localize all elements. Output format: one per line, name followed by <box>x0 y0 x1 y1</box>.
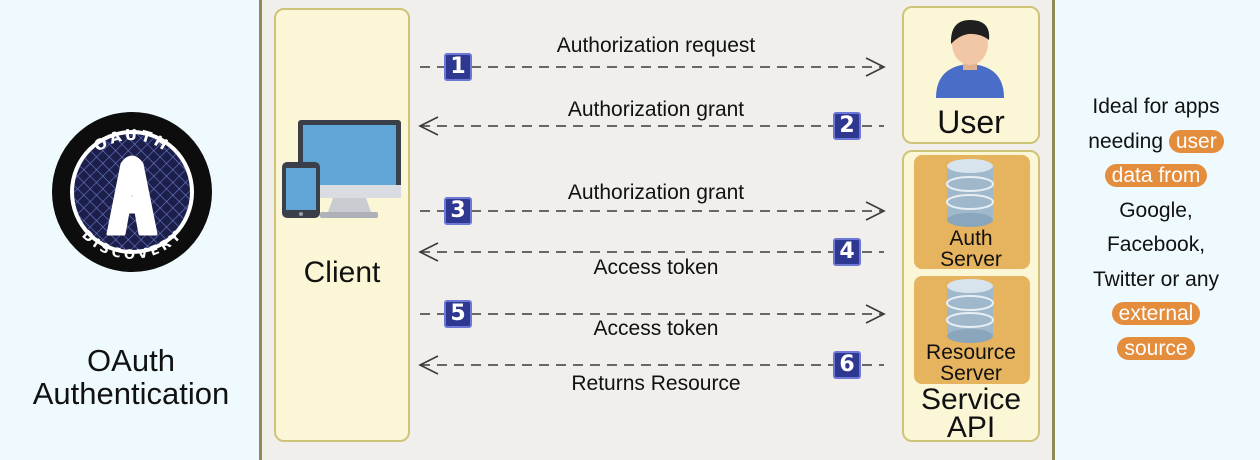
auth-server-label: Auth Server <box>940 227 1002 271</box>
step-badge-1: 1 <box>444 53 472 81</box>
desc-line-4: Google, <box>1119 198 1193 222</box>
auth-server-database-icon <box>946 159 994 227</box>
highlight-external: external <box>1111 302 1201 325</box>
step-badge-4: 4 <box>833 238 861 266</box>
step-label-4: Access token <box>593 256 719 279</box>
resource-server-label: Resource Server <box>926 341 1016 385</box>
highlight-user: user <box>1168 129 1224 153</box>
oauth-discovery-logo: OAUTH DISCOVERY <box>52 112 212 272</box>
arrow-5 <box>420 304 886 324</box>
step-badge-6: 6 <box>833 351 861 379</box>
step-label-2: Authorization grant <box>567 98 745 121</box>
step-label-3: Authorization grant <box>567 181 745 204</box>
arrow-4 <box>418 242 884 262</box>
devices-icon <box>282 120 401 218</box>
arrow-2 <box>418 116 884 136</box>
user-label: User <box>937 104 1005 140</box>
desc-needing: needing <box>1088 129 1164 153</box>
arrow-1 <box>420 57 886 77</box>
client-box <box>274 8 410 442</box>
desc-line-6: Twitter or any <box>1092 267 1220 291</box>
service-api-label: Service API <box>920 383 1022 444</box>
arrow-6 <box>418 355 884 375</box>
step-label-1: Authorization request <box>556 34 756 57</box>
step-badge-2: 2 <box>833 112 861 140</box>
arrow-3 <box>420 201 886 221</box>
logo-letter-a-icon <box>106 155 158 236</box>
highlight-source: source <box>1117 336 1195 360</box>
desc-line-8: source <box>1056 332 1256 367</box>
description-text: Ideal for apps needing user data from Go… <box>1056 90 1256 366</box>
highlight-data-from: data from <box>1104 164 1208 187</box>
client-label: Client <box>303 256 381 289</box>
step-label-6: Returns Resource <box>571 372 741 395</box>
desc-line-2: needing user <box>1056 125 1256 160</box>
desc-line-3: data from <box>1056 159 1256 194</box>
app-title: OAuth Authentication <box>32 343 230 411</box>
desc-line-7: external <box>1056 297 1256 332</box>
desc-line-5: Facebook, <box>1106 233 1206 256</box>
step-label-5: Access token <box>593 317 719 340</box>
desc-line-1: Ideal for apps <box>1092 95 1220 118</box>
resource-server-database-icon <box>946 279 994 343</box>
step-badge-5: 5 <box>444 300 472 328</box>
description-panel <box>1052 0 1260 460</box>
step-badge-3: 3 <box>444 197 472 225</box>
user-icon <box>936 20 1004 98</box>
